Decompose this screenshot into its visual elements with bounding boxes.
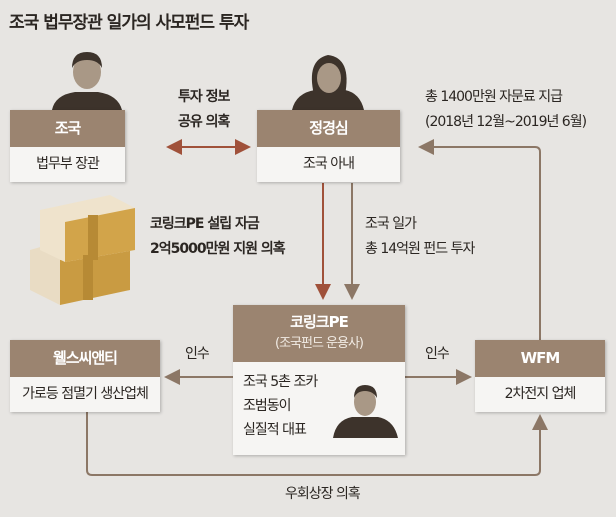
- wfm-box: WFM 2차전지 업체: [475, 340, 605, 412]
- backdoor-label: 우회상장 의혹: [285, 486, 361, 502]
- acquire-left-label: 인수: [185, 346, 210, 362]
- wfm-role: 2차전지 업체: [475, 377, 605, 412]
- wells-name: 웰스씨앤티: [10, 340, 160, 377]
- man-icon: [52, 52, 122, 110]
- money-stack-icon: [30, 195, 135, 305]
- fee-label: 총 1400만원 자문료 지급(2018년 12월~2019년 6월): [425, 89, 587, 130]
- page-title: 조국 법무장관 일가의 사모펀드 투자: [9, 13, 249, 33]
- jung-box: 정경심 조국 아내: [257, 110, 400, 182]
- acquire-right-label: 인수: [425, 346, 450, 362]
- jung-role: 조국 아내: [257, 147, 400, 182]
- cho-box: 조국 법무부 장관: [10, 110, 125, 182]
- woman-icon: [292, 55, 364, 110]
- wfm-name: WFM: [475, 340, 605, 377]
- korink-name: 코링크PE: [290, 313, 349, 331]
- korink-sub: (조국펀드 운용사): [275, 336, 364, 351]
- wells-role: 가로등 점멸기 생산업체: [10, 377, 160, 412]
- jung-name: 정경심: [257, 110, 400, 147]
- cho-name: 조국: [10, 110, 125, 147]
- wells-box: 웰스씨앤티 가로등 점멸기 생산업체: [10, 340, 160, 412]
- backdoor-arrow: [86, 412, 548, 476]
- cho-role: 법무부 장관: [10, 147, 125, 182]
- fee-arrow: [418, 139, 541, 340]
